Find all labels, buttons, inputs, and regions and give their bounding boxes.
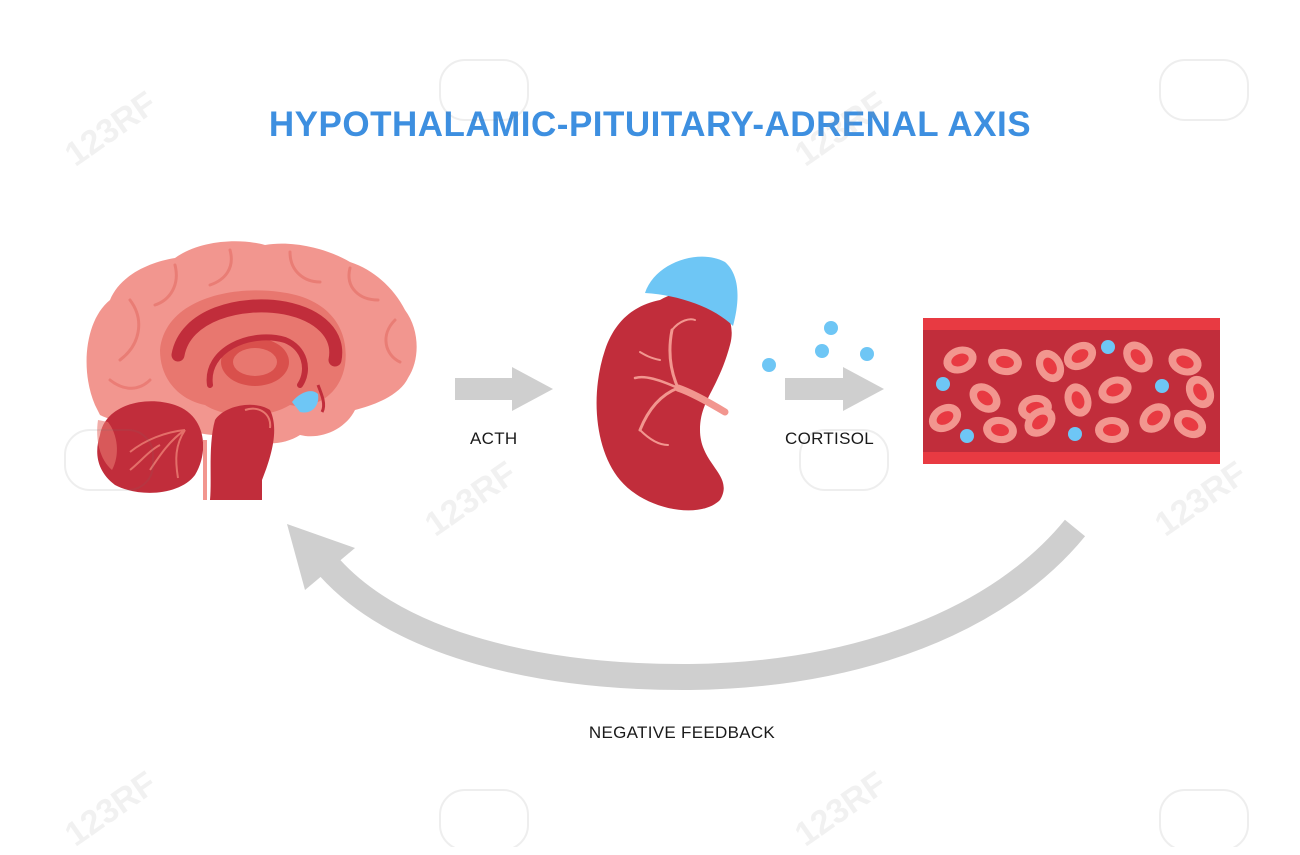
red-blood-cell-core [1071,349,1089,363]
red-blood-cell-core [1176,355,1194,369]
red-blood-cell-core [1103,424,1121,436]
red-blood-cell-core [996,355,1014,369]
hormone-dot-icon [762,321,874,372]
red-blood-cell-core [1130,349,1146,365]
adrenal-gland-kidney-icon [596,256,738,511]
red-blood-cell-core [1193,383,1207,401]
arrow-right-icon [785,367,884,411]
feedback-arrow-icon [287,519,1086,691]
red-blood-cell-core [977,390,993,406]
red-blood-cell-core [1071,391,1085,409]
arrow-right-icon [455,367,553,411]
red-blood-cell-core [1147,410,1163,426]
acth-label: ACTH [470,429,518,448]
cortisol-label: CORTISOL [785,429,874,448]
red-blood-cell-core [1106,383,1124,397]
red-blood-cell-core [1032,414,1048,430]
red-blood-cell-core [951,353,969,367]
red-blood-cell-core [1181,417,1199,431]
watermark-logo [64,59,1249,847]
blood-vessel-icon [923,318,1220,464]
brain-icon [86,241,417,500]
red-blood-cell-core [936,411,954,425]
red-blood-cell-core [1043,357,1057,375]
negative-feedback-label: NEGATIVE FEEDBACK [588,723,776,742]
page-title: HYPOTHALAMIC-PITUITARY-ADRENAL AXIS [268,105,1032,144]
red-blood-cell-core [991,423,1009,437]
